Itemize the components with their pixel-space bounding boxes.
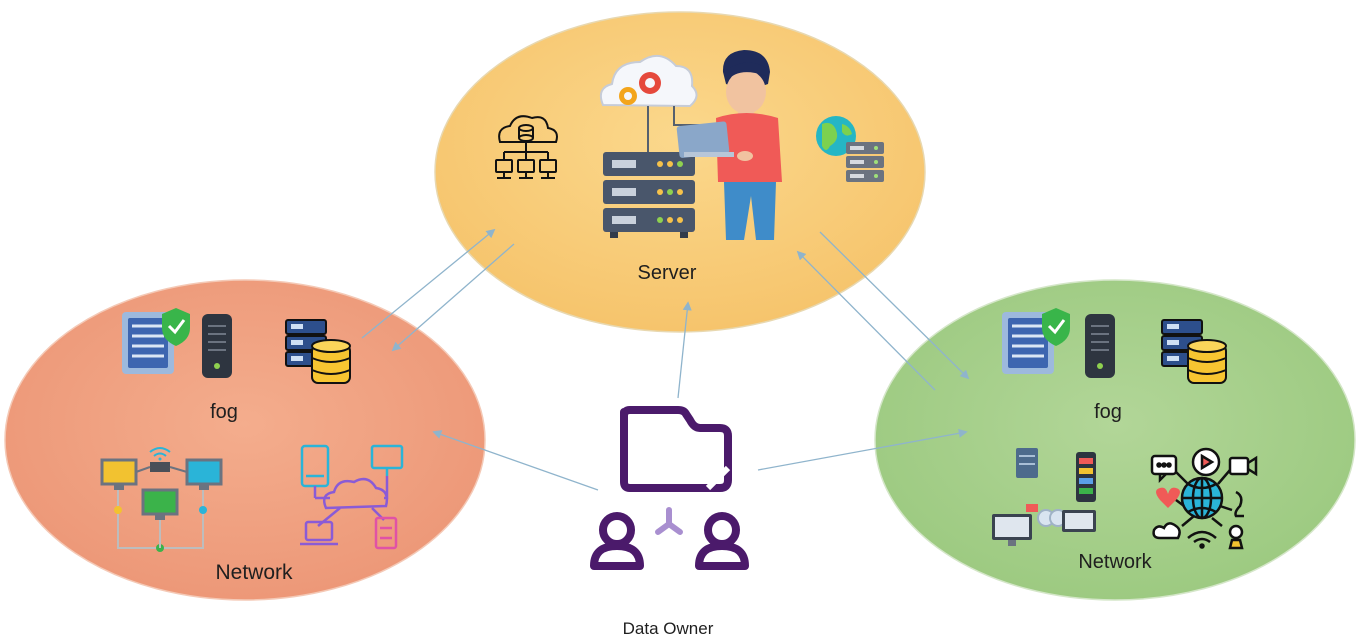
fog-right-label: fog: [1094, 401, 1122, 423]
secure-server-icon-right: [1002, 308, 1070, 374]
social-media-globe-icon-right: [1150, 447, 1258, 550]
secure-server-icon-left: [122, 308, 190, 374]
data-owner-label: Data Owner: [622, 619, 714, 638]
network-right-label: Network: [1078, 551, 1152, 573]
arrow-fogright-to-server: [796, 250, 936, 391]
tower-server-icon-left: [202, 314, 232, 378]
fog-left-ellipse: [4, 279, 486, 601]
tower-server-icon-right: [1085, 314, 1115, 378]
server-database-icon-right: [1161, 319, 1227, 384]
data-owner-icon: [590, 406, 749, 570]
arrow-owner-to-fogleft: [432, 430, 599, 491]
fog-left-label: fog: [210, 401, 238, 423]
person-laptop-icon: [676, 50, 782, 240]
arrow-owner-to-server: [677, 301, 692, 399]
server-database-icon-left: [285, 319, 351, 384]
network-left-label: Network: [215, 561, 293, 584]
arrow-server-to-fogright: [819, 231, 970, 380]
server-label: Server: [637, 262, 697, 284]
arrow-fogleft-to-server: [361, 228, 496, 339]
globe-server-icon: [816, 116, 884, 182]
cloud-devices-icon-left: [300, 444, 404, 550]
cloud-database-network-icon: [495, 115, 558, 179]
connected-devices-icon-right: [992, 448, 1096, 546]
arrow-owner-to-fogright: [757, 428, 968, 471]
connectors: [361, 228, 970, 491]
lan-network-icon-left: [100, 447, 223, 552]
server-rack-icon: [603, 152, 695, 238]
arrow-server-to-fogleft: [391, 243, 515, 352]
